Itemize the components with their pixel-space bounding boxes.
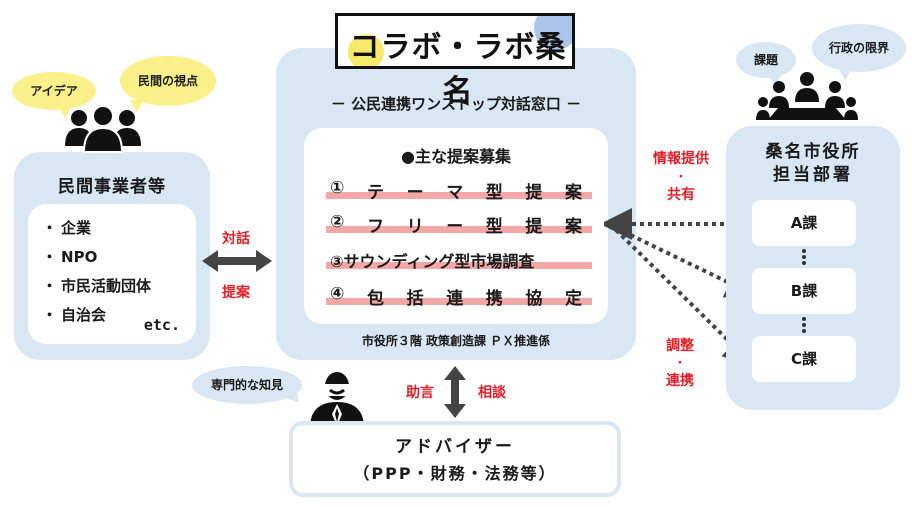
proposal-item: ③サウンディング型市場調査 xyxy=(326,248,592,272)
dept-connector xyxy=(802,249,806,265)
proposal-char: フ xyxy=(367,217,384,237)
collabo-labo-logo: コラボ・ラボ桑名 xyxy=(335,13,575,109)
advisor-person-icon xyxy=(310,372,364,428)
list-item: NPO xyxy=(42,243,182,272)
dotted-arrow-icon xyxy=(604,208,762,366)
proposal-item: ② フ リ ー 型 提 案 xyxy=(326,212,592,237)
advice-label: 助言 xyxy=(406,385,434,401)
proposal-char: 型 xyxy=(485,183,503,203)
proposal-item-text: ② フ リ ー 型 提 案 xyxy=(326,212,592,237)
coordination-label-2: 連携 xyxy=(666,373,694,389)
proposal-char: 提 xyxy=(525,183,543,203)
proposal-item: ④ 包 括 連 携 協 定 xyxy=(326,284,592,309)
logo-text: コラボ・ラボ桑名 xyxy=(349,30,567,109)
info-sharing-label-2: 共有 xyxy=(667,187,695,203)
meeting-table-icon xyxy=(756,72,858,120)
proposal-char: ② xyxy=(330,212,345,232)
highlight-bar xyxy=(326,298,592,305)
proposal-item: ① テ ー マ 型 提 案 xyxy=(326,178,592,203)
admin-limit-bubble: 行政の限界 xyxy=(812,24,906,72)
dept-a-box: A課 xyxy=(752,200,856,246)
double-arrow-icon xyxy=(202,250,272,272)
proposal-char: ー xyxy=(446,217,464,237)
highlight-bar xyxy=(326,262,592,269)
dialogue-label: 対話 xyxy=(222,231,250,247)
department-title: 担当部署 xyxy=(773,165,853,185)
consult-label: 相談 xyxy=(478,385,506,401)
idea-bubble: アイデア xyxy=(12,72,96,110)
expert-knowledge-bubble-text: 専門的な知見 xyxy=(210,378,283,392)
advisor-box xyxy=(289,421,621,497)
proposal-char: 携 xyxy=(485,289,503,309)
proposal-char: テ xyxy=(367,183,384,203)
proposal-char: 括 xyxy=(406,289,424,309)
dept-connector xyxy=(802,317,806,333)
proposal-char: 定 xyxy=(564,289,582,309)
admin-limit-bubble-tail xyxy=(838,68,852,80)
list-item: 自治会 xyxy=(42,301,182,330)
proposal-char: 案 xyxy=(564,217,582,237)
admin-limit-bubble-text: 行政の限界 xyxy=(828,41,889,55)
proposal-char: 提 xyxy=(525,217,543,237)
private-sector-list: 企業 NPO 市民活動団体 自治会 etc. xyxy=(28,204,196,344)
proposal-char: ① xyxy=(330,178,345,198)
window-subtitle: － 公民連携ワンストップ対話窓口 － xyxy=(330,95,582,113)
highlight-bar xyxy=(326,226,592,233)
proposal-char: 包 xyxy=(367,289,384,309)
list-item: 市民活動団体 xyxy=(42,272,182,301)
advisor-title: アドバイザー xyxy=(395,437,515,457)
proposal-heading: ●主な提案募集 xyxy=(401,147,511,166)
private-viewpoint-bubble-text: 民間の視点 xyxy=(137,74,198,88)
private-sector-panel: 民間事業者等 企業 NPO 市民活動団体 自治会 etc. xyxy=(14,152,210,360)
coordination-label-dot: ・ xyxy=(675,358,685,369)
idea-bubble-text: アイデア xyxy=(30,84,78,98)
proposal-char: ④ xyxy=(330,284,345,304)
issue-bubble: 課題 xyxy=(736,42,796,78)
city-hall-title: 桑名市役所 xyxy=(765,142,861,162)
proposal-item-text: ① テ ー マ 型 提 案 xyxy=(326,178,592,203)
proposal-char: 協 xyxy=(525,289,543,309)
private-sector-title: 民間事業者等 xyxy=(58,177,166,197)
proposal-char: ー xyxy=(406,183,424,203)
proposal-label: 提案 xyxy=(222,285,250,301)
proposal-char: 型 xyxy=(485,217,503,237)
coordination-label-1: 調整 xyxy=(666,338,694,354)
advisor-fields: （PPP・財務・法務等） xyxy=(353,464,557,483)
proposal-item-text: ④ 包 括 連 携 協 定 xyxy=(326,284,592,309)
expert-knowledge-bubble: 専門的な知見 xyxy=(192,366,302,404)
issue-bubble-text: 課題 xyxy=(753,53,778,67)
highlight-bar xyxy=(326,192,592,199)
idea-bubble-tail xyxy=(58,106,72,118)
people-group-icon xyxy=(65,105,141,153)
proposal-char: リ xyxy=(406,217,424,237)
dept-c-box: C課 xyxy=(752,336,856,382)
private-viewpoint-bubble: 民間の視点 xyxy=(120,56,216,106)
proposal-char: 連 xyxy=(446,289,464,309)
proposal-item-text: ③サウンディング型市場調査 xyxy=(330,252,535,271)
private-viewpoint-bubble-tail xyxy=(130,100,144,112)
info-sharing-label-dot: ・ xyxy=(676,172,686,183)
logo-decoration-icon xyxy=(348,16,572,66)
vertical-double-arrow-icon xyxy=(444,366,466,418)
dept-b-box: B課 xyxy=(752,268,856,314)
list-item: 企業 xyxy=(42,214,182,243)
list-etc: etc. xyxy=(143,316,180,334)
office-location: 市役所３階 政策創造課 ＰＸ推進係 xyxy=(361,334,551,348)
info-sharing-label-1: 情報提供 xyxy=(653,151,709,167)
proposal-char: 案 xyxy=(564,183,582,203)
proposal-char: マ xyxy=(446,183,464,203)
